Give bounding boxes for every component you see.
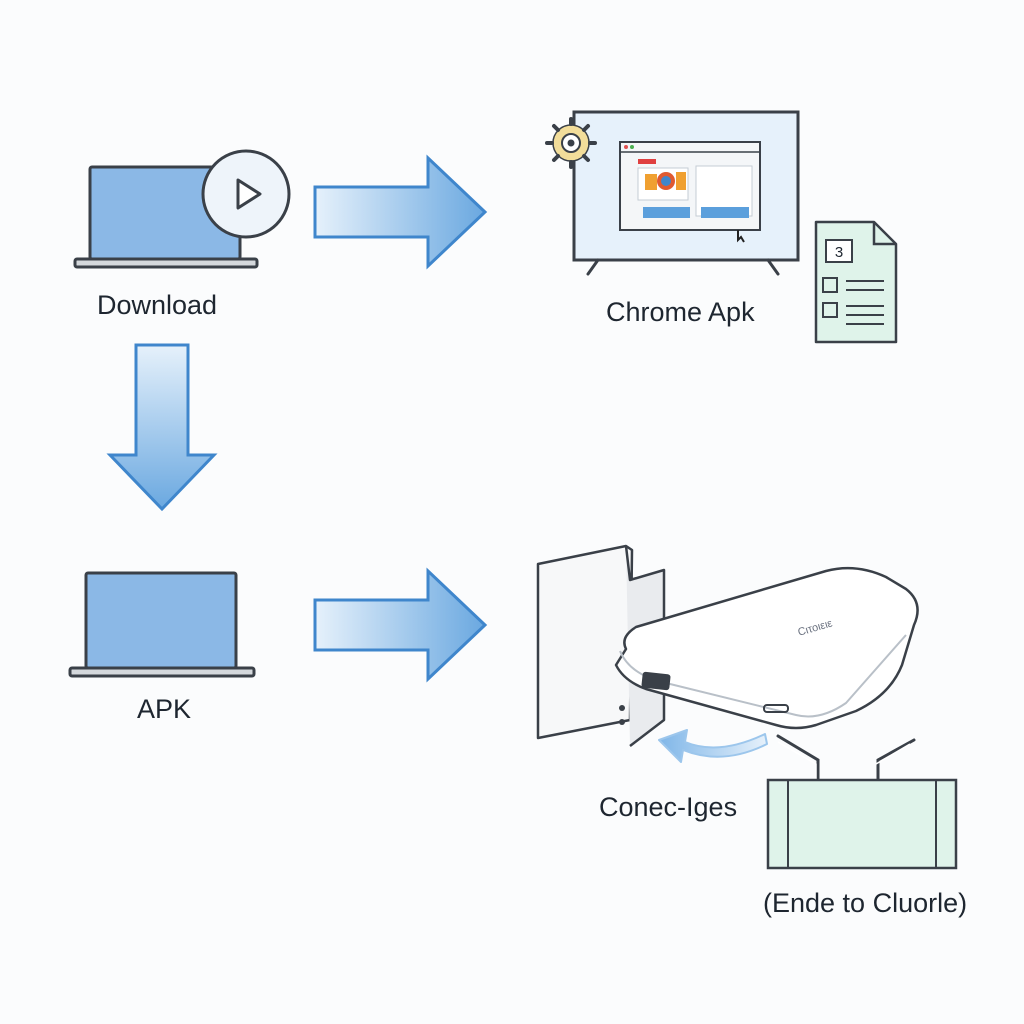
- chrome-apk-label: Chrome Apk: [606, 297, 755, 327]
- drive-icon: Cιτοιειε: [614, 566, 919, 730]
- gear-icon: [545, 117, 597, 169]
- arrow-down: [106, 343, 218, 512]
- document-checklist-icon: 3: [814, 220, 898, 344]
- arrow-right: [313, 154, 488, 270]
- cable-box-icon: [766, 734, 958, 870]
- browser-window-icon: [619, 141, 761, 243]
- apk-label: APK: [137, 694, 192, 724]
- laptop-icon: [68, 571, 256, 678]
- play-icon[interactable]: [200, 148, 294, 242]
- curved-arrow: [658, 729, 768, 763]
- download-label: Download: [97, 290, 218, 320]
- document-number: 3: [835, 244, 843, 261]
- arrow-right: [313, 567, 488, 683]
- connect-label: Conec-Iges: [599, 792, 738, 822]
- monitor-icon: [572, 110, 800, 276]
- end-label: (Ende to Cluorle): [763, 888, 968, 918]
